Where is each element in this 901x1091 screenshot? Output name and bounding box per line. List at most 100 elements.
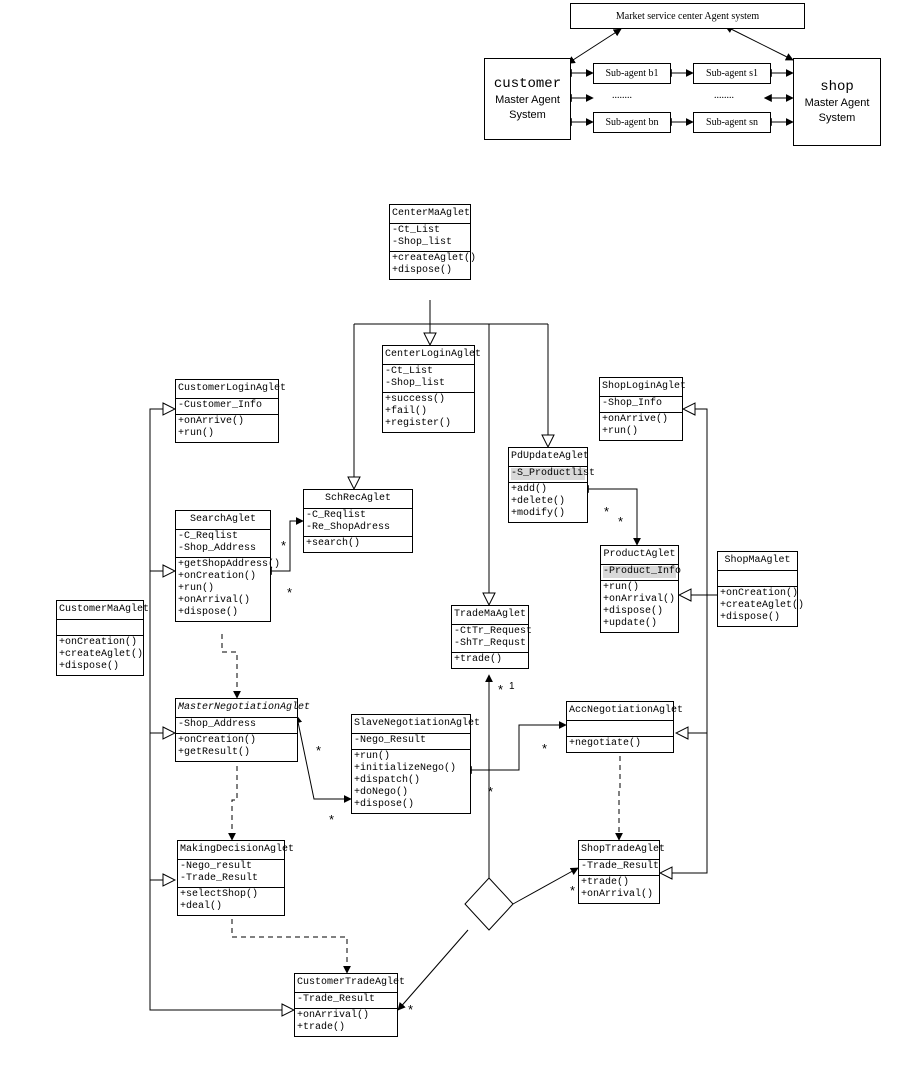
class-operation: +delete() xyxy=(511,496,566,507)
mult-search-schrec-1: * xyxy=(281,538,287,553)
mult-master-slave-2: * xyxy=(329,812,335,827)
class-operation: +dispatch() xyxy=(354,775,421,786)
attributes-section: -Trade_Result xyxy=(295,993,397,1009)
operations-section: +add()+delete()+modify() xyxy=(509,483,587,522)
class-name: ShopTradeAglet xyxy=(579,841,665,860)
operations-section: +createAglet()+dispose() xyxy=(390,252,476,279)
class-attribute: -C_Reqlist xyxy=(178,531,239,542)
mult-master-slave-1: * xyxy=(316,743,322,758)
class-operation: +dispose() xyxy=(392,265,453,276)
class-attribute: -ShTr_Requst xyxy=(454,638,527,649)
class-attribute: -Trade_Result xyxy=(297,994,376,1005)
class-attribute: -Nego_Result xyxy=(354,735,427,746)
class-pd-update-aglet: PdUpdateAglet-S_Productlist+add()+delete… xyxy=(508,447,595,523)
attributes-section: -Customer_Info xyxy=(176,399,278,415)
operations-section: +onArrive()+run() xyxy=(600,413,682,440)
class-master-negotiation-aglet: MasterNegotiationAglet-Shop_Address+onCr… xyxy=(175,698,310,762)
mult-pdupdate-product-1: * xyxy=(604,504,610,519)
attributes-section: -Shop_Address xyxy=(176,718,297,734)
class-attribute: -Customer_Info xyxy=(178,400,263,411)
class-operation: +getShopAddress() xyxy=(178,559,281,570)
class-attribute: -Shop_Address xyxy=(178,543,257,554)
class-attribute: -Ct_List xyxy=(385,366,434,377)
class-operation: +onArrival() xyxy=(297,1010,370,1021)
class-operation: +dispose() xyxy=(178,607,239,618)
attributes-section xyxy=(718,571,797,587)
class-operation: +trade() xyxy=(454,654,503,665)
class-product-aglet: ProductAglet-Product_Info +run()+onArriva… xyxy=(600,545,682,633)
attributes-section: -C_Reqlist-Shop_Address xyxy=(176,530,270,558)
class-operation: +dispose() xyxy=(59,661,120,672)
attributes-section: -Ct_List-Shop_list xyxy=(390,224,470,252)
shop-system-line1: Master Agent xyxy=(804,96,870,109)
class-name: CustomerTradeAglet xyxy=(295,974,405,993)
class-customer-ma-aglet: CustomerMaAglet+onCreation()+createAglet… xyxy=(56,600,149,676)
class-operation: +update() xyxy=(603,618,658,629)
shop-system-head: shop xyxy=(820,78,854,95)
class-attribute: -Shop_Info xyxy=(602,398,663,409)
class-operation: +getResult() xyxy=(178,747,251,758)
class-attribute: -Shop_list xyxy=(385,378,446,389)
class-operation: +deal() xyxy=(180,901,223,912)
class-attribute: -Shop_Address xyxy=(178,719,257,730)
attributes-section: -Ct_List-Shop_list xyxy=(383,365,474,393)
class-operation: +dispose() xyxy=(603,606,664,617)
association-diamond xyxy=(464,877,514,931)
class-attribute: -Re_ShopAdress xyxy=(306,522,391,533)
class-operation: +dispose() xyxy=(354,799,415,810)
class-operation: +onArrival() xyxy=(581,889,654,900)
class-operation: +dispose() xyxy=(720,612,781,623)
class-operation: +onArrival() xyxy=(178,595,251,606)
customer-system-line2: System xyxy=(509,108,546,121)
class-operation: +initializeNego() xyxy=(354,763,457,774)
attributes-section: -C_Reqlist-Re_ShopAdress xyxy=(304,509,412,537)
class-name: CustomerMaAglet xyxy=(57,601,149,620)
attributes-section xyxy=(567,721,673,737)
operations-section: +trade() xyxy=(452,653,528,668)
sub-agent-bn: Sub-agent bn xyxy=(593,112,671,133)
class-acc-negotiation-aglet: AccNegotiationAglet+negotiate() xyxy=(566,701,683,753)
mult-diamond-customer-trade: * xyxy=(408,1002,414,1017)
class-operation: +onCreation() xyxy=(178,735,257,746)
class-operation: +search() xyxy=(306,538,361,549)
class-attribute: -Shop_list xyxy=(392,237,453,248)
class-search-aglet: SearchAglet-C_Reqlist-Shop_Address+getSh… xyxy=(175,510,281,622)
operations-section: +search() xyxy=(304,537,412,552)
class-operation: +doNego() xyxy=(354,787,409,798)
operations-section: +getShopAddress()+onCreation()+run()+onA… xyxy=(176,558,281,621)
mult-search-schrec-2: * xyxy=(287,585,293,600)
link-center-customer xyxy=(566,28,622,64)
mult-diamond-shop-trade: * xyxy=(570,883,576,898)
class-making-decision-aglet: MakingDecisionAglet-Nego_result-Trade_Re… xyxy=(177,840,294,916)
class-operation: +onArrive() xyxy=(602,414,669,425)
class-name: ProductAglet xyxy=(601,546,678,565)
operations-section: +trade()+onArrival() xyxy=(579,876,659,903)
class-name: SchRecAglet xyxy=(304,490,412,509)
sub-agent-ellipsis-left: ........ xyxy=(612,90,632,101)
attributes-section: -CtTr_Request-ShTr_Requst xyxy=(452,625,533,653)
class-name: ShopMaAglet xyxy=(718,552,797,571)
link-center-shop xyxy=(724,25,794,61)
class-attribute: -Product_Info xyxy=(603,566,682,578)
sub-agent-b1: Sub-agent b1 xyxy=(593,63,671,84)
class-operation: +run() xyxy=(602,426,639,437)
class-operation: +fail() xyxy=(385,406,428,417)
class-attribute: -Nego_result xyxy=(180,861,253,872)
operations-section: +run()+onArrival()+dispose()+update() xyxy=(601,581,678,632)
mult-slave-acc: * xyxy=(542,741,548,756)
class-attribute: -CtTr_Request xyxy=(454,626,533,637)
class-operation: +trade() xyxy=(581,877,630,888)
customer-system-head: customer xyxy=(493,75,562,92)
operations-section: +negotiate() xyxy=(567,737,673,752)
class-name: TradeMaAglet xyxy=(452,606,528,625)
class-center-login-aglet: CenterLoginAglet-Ct_List-Shop_list+succe… xyxy=(382,345,481,433)
class-name: CenterLoginAglet xyxy=(383,346,481,365)
class-operation: +negotiate() xyxy=(569,738,642,749)
class-operation: +onArrive() xyxy=(178,416,245,427)
class-name: ShopLoginAglet xyxy=(600,378,686,397)
class-operation: +trade() xyxy=(297,1022,346,1033)
operations-section: +onArrival()+trade() xyxy=(295,1009,397,1036)
market-center-system: Market service center Agent system xyxy=(570,3,805,29)
operations-section: +onCreation()+createAglet()+dispose() xyxy=(718,587,804,626)
